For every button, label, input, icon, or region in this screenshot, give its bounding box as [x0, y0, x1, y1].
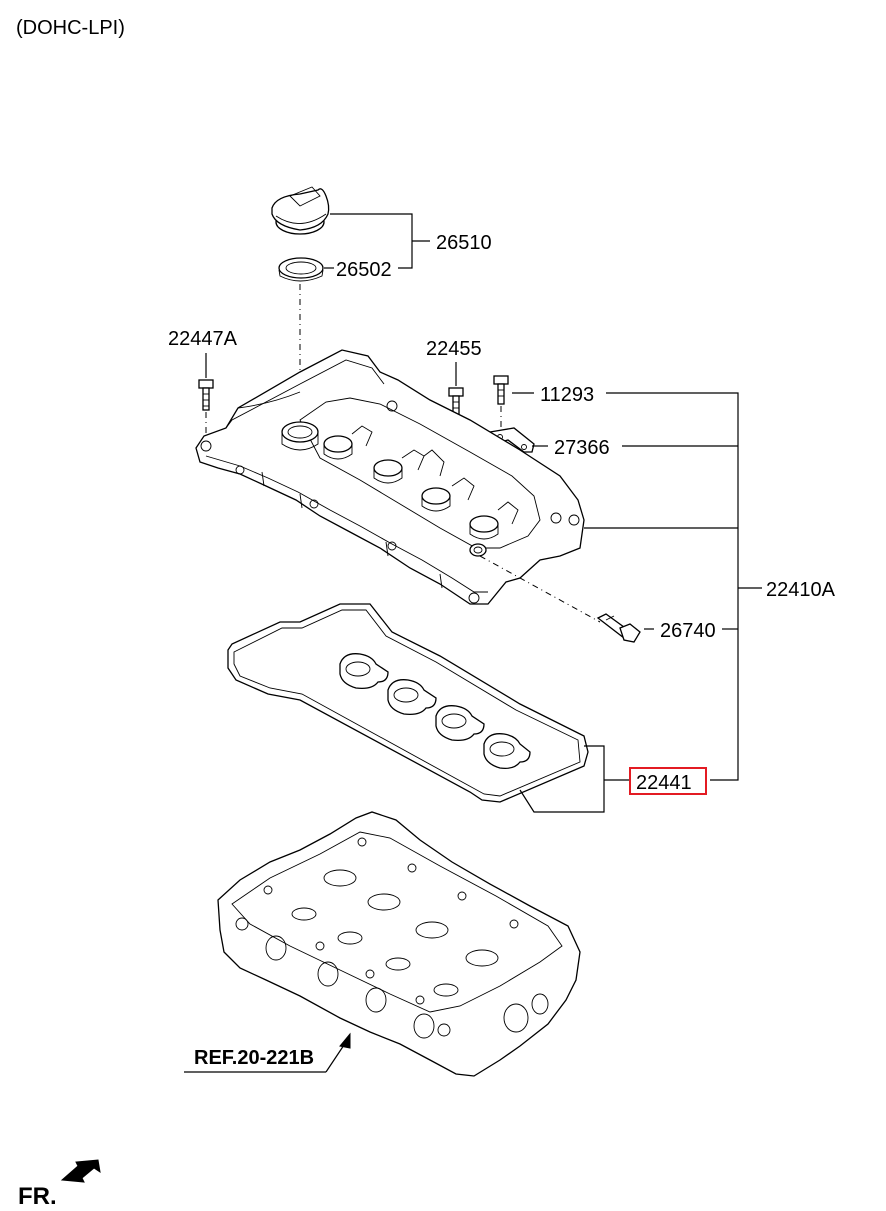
part-label-26502[interactable]: 26502 [336, 259, 392, 281]
sensor-26740 [596, 613, 641, 643]
leader-22441 [519, 745, 605, 813]
oil-filler-cap [271, 186, 330, 235]
part-label-11293[interactable]: 11293 [540, 384, 594, 406]
bolt-11293 [493, 375, 509, 405]
diagram-title: (DOHC-LPI) [16, 17, 125, 39]
plug-seal-1 [339, 653, 389, 690]
reference-label[interactable]: REF.20-221B [194, 1047, 314, 1069]
highlight-box-22441 [629, 767, 707, 795]
part-label-22410A[interactable]: 22410A [766, 579, 836, 601]
part-label-22441[interactable]: 22441 [636, 772, 692, 794]
filler-cap-gasket [278, 257, 324, 282]
plug-seal-4 [483, 733, 531, 770]
rocker-cover-22410A [195, 349, 585, 605]
plug-seal-3 [435, 705, 485, 742]
ref-arrow-head-icon [339, 1032, 351, 1049]
part-label-22455[interactable]: 22455 [426, 338, 482, 360]
cylinder-head [217, 811, 581, 1077]
front-direction-arrow-icon [60, 1159, 101, 1183]
part-label-22447A[interactable]: 22447A [168, 328, 238, 350]
bracket-27366 [489, 427, 535, 453]
plug-seal-2 [387, 679, 437, 716]
part-label-26740[interactable]: 26740 [660, 620, 716, 642]
front-orientation-label: FR. [18, 1183, 57, 1210]
leader-22410A [606, 392, 739, 781]
part-label-26510[interactable]: 26510 [436, 232, 492, 254]
part-label-27366[interactable]: 27366 [554, 437, 610, 459]
bolt-22447A [198, 379, 214, 411]
cover-gasket-22441 [227, 603, 589, 803]
